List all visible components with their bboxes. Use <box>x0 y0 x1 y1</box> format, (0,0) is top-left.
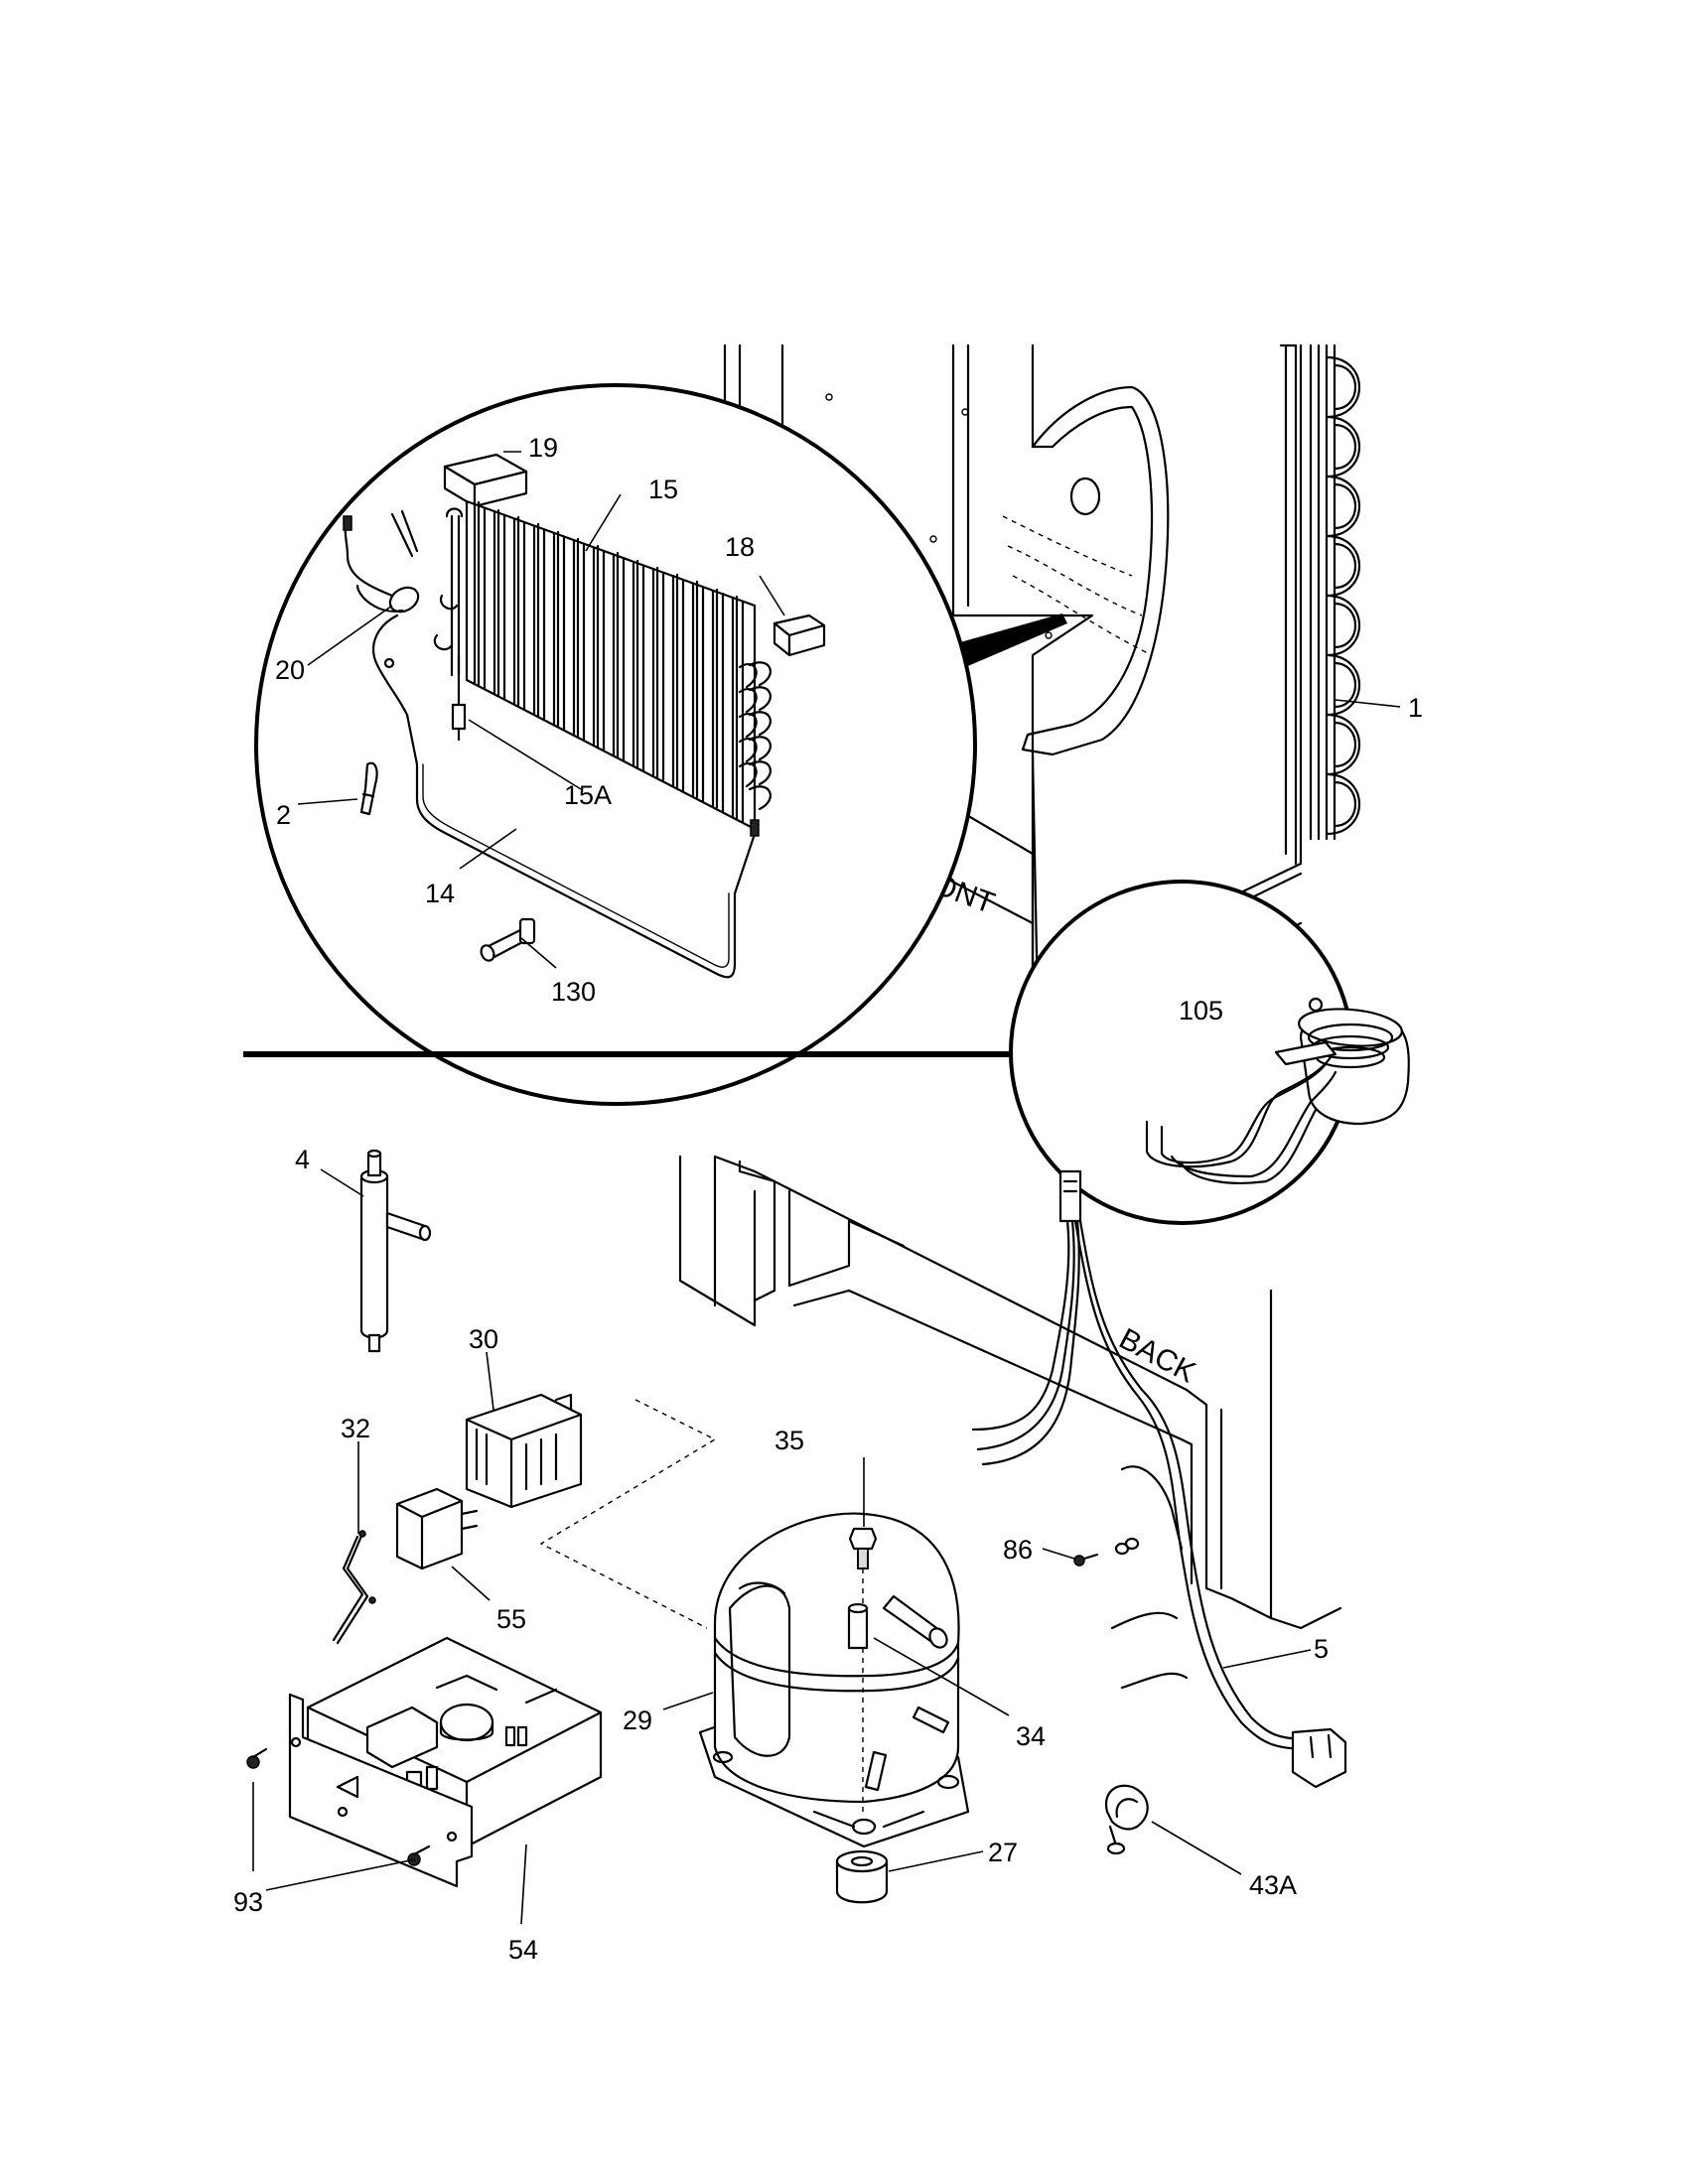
callout-4: 4 <box>295 1145 310 1174</box>
callout-27: 27 <box>988 1838 1018 1867</box>
callout-19: 19 <box>528 433 558 463</box>
callout-93: 93 <box>233 1887 263 1917</box>
callout-55: 55 <box>496 1604 526 1634</box>
part-18-block <box>773 614 826 657</box>
part-54-control-box <box>288 1636 603 1888</box>
part-5-power-cord <box>971 1169 1347 1789</box>
part-4-drier <box>359 1149 432 1353</box>
callout-32: 32 <box>341 1414 370 1443</box>
callout-29: 29 <box>623 1706 652 1735</box>
part-30-relay <box>465 1393 583 1509</box>
callout-1: 1 <box>1408 693 1423 723</box>
callout-130: 130 <box>551 977 596 1007</box>
callout-20: 20 <box>275 655 305 685</box>
part-35-bolt <box>848 1527 878 1570</box>
part-43a-clamp <box>1104 1784 1149 1855</box>
part-29-compressor <box>698 1512 970 1848</box>
part-14-defrost-heater <box>405 713 760 979</box>
part-34-tube <box>847 1602 869 1650</box>
callout-105: 105 <box>1179 996 1223 1025</box>
part-86-screw <box>1073 1537 1140 1567</box>
callout-5: 5 <box>1314 1634 1329 1664</box>
callout-15: 15 <box>648 475 678 504</box>
part-55-overload <box>395 1487 479 1570</box>
callout-86: 86 <box>1003 1535 1033 1565</box>
callout-30: 30 <box>469 1324 498 1354</box>
callout-2: 2 <box>276 800 291 830</box>
part-2-clip <box>359 761 378 816</box>
condenser-coil <box>1309 343 1360 841</box>
part-27-grommet <box>835 1849 889 1904</box>
callout-labels: 1 2 4 5 14 15 15A 18 19 20 27 29 30 32 3… <box>233 433 1423 1965</box>
callout-14: 14 <box>425 879 455 908</box>
part-105-detail-circle <box>1009 880 1410 1225</box>
callout-34: 34 <box>1016 1721 1046 1751</box>
callout-54: 54 <box>508 1935 538 1965</box>
part-32-wire <box>332 1530 376 1645</box>
callout-43a: 43A <box>1249 1870 1297 1900</box>
machine-compartment <box>678 1155 1342 1630</box>
part-130-drain <box>480 917 536 962</box>
part-19-block <box>443 453 528 508</box>
callout-15a: 15A <box>564 780 612 810</box>
callout-35: 35 <box>774 1426 804 1455</box>
part-15a-sensor <box>451 653 467 742</box>
evaporator-detail-circle <box>254 383 977 1106</box>
callout-18: 18 <box>725 532 755 562</box>
